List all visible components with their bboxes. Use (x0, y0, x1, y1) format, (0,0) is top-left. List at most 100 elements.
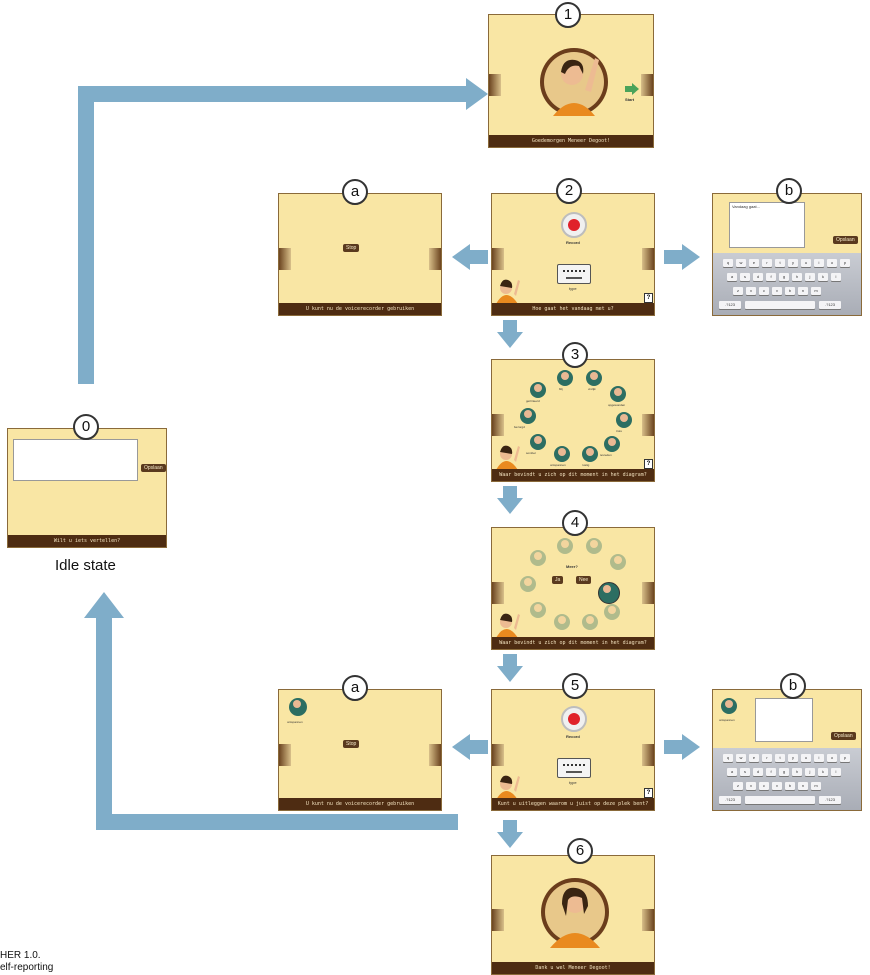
key[interactable]: l (831, 768, 841, 776)
key[interactable]: e (749, 259, 759, 267)
key[interactable]: g (779, 273, 789, 281)
number-key-right[interactable]: .?123 (819, 796, 841, 804)
save-button[interactable]: Opslaan (833, 236, 858, 244)
no-button[interactable]: Nee (576, 576, 591, 584)
save-button[interactable]: Opslaan (831, 732, 856, 740)
key[interactable]: b (785, 782, 795, 790)
keyboard-icon[interactable] (557, 264, 591, 284)
screen-2a-bottom-bar: U kunt nu de voicerecorder gebruiken (279, 303, 441, 315)
key[interactable]: k (818, 273, 828, 281)
key[interactable]: b (785, 287, 795, 295)
space-key[interactable] (745, 796, 815, 804)
key[interactable]: v (772, 782, 782, 790)
key[interactable]: m (811, 782, 821, 790)
key[interactable]: z (733, 287, 743, 295)
keyboard-icon[interactable] (557, 758, 591, 778)
key[interactable]: s (740, 273, 750, 281)
typed-text-input[interactable]: Vandaag gaat... (729, 202, 805, 248)
key[interactable]: y (788, 259, 798, 267)
key[interactable]: i (814, 754, 824, 762)
right-tab (642, 744, 654, 766)
key[interactable]: f (766, 768, 776, 776)
arrow-5-to-b-head (682, 734, 700, 760)
key[interactable]: l (831, 273, 841, 281)
emotion-avatar[interactable] (557, 370, 573, 386)
key[interactable]: r (762, 259, 772, 267)
emotion-avatar[interactable] (520, 408, 536, 424)
yes-button[interactable]: Ja (552, 576, 563, 584)
key[interactable]: h (792, 768, 802, 776)
key[interactable]: m (811, 287, 821, 295)
arrow-2-to-b-head (682, 244, 700, 270)
key[interactable]: i (814, 259, 824, 267)
emotion-avatar[interactable] (530, 382, 546, 398)
number-key-left[interactable]: .?123 (719, 301, 741, 309)
key[interactable]: j (805, 768, 815, 776)
key[interactable]: n (798, 782, 808, 790)
key[interactable]: u (801, 259, 811, 267)
typed-text-input[interactable] (755, 698, 813, 742)
left-tab (279, 744, 291, 766)
start-label[interactable]: Start (625, 97, 634, 102)
start-arrow-icon[interactable] (625, 83, 639, 95)
record-button[interactable] (561, 706, 587, 732)
key[interactable]: c (759, 782, 769, 790)
key[interactable]: c (759, 287, 769, 295)
emotion-avatar[interactable] (610, 386, 626, 402)
space-key[interactable] (745, 301, 815, 309)
emotion-avatar[interactable] (530, 434, 546, 450)
key[interactable]: q (723, 259, 733, 267)
key[interactable]: x (746, 287, 756, 295)
key[interactable]: q (723, 754, 733, 762)
key[interactable]: j (805, 273, 815, 281)
emotion-avatar[interactable] (586, 370, 602, 386)
emotion-avatar[interactable] (554, 446, 570, 462)
key[interactable]: t (775, 754, 785, 762)
arrow-2-to-a-shaft (468, 250, 488, 264)
help-button[interactable]: ? (644, 293, 653, 303)
number-key-right[interactable]: .?123 (819, 301, 841, 309)
key[interactable]: w (736, 259, 746, 267)
key[interactable]: d (753, 273, 763, 281)
key[interactable]: a (727, 768, 737, 776)
key[interactable]: r (762, 754, 772, 762)
key[interactable]: d (753, 768, 763, 776)
emotion-avatar[interactable] (604, 436, 620, 452)
key[interactable]: u (801, 754, 811, 762)
idle-bottom-bar: Wilt u iets vertellen? (8, 535, 166, 547)
key[interactable]: e (749, 754, 759, 762)
emotion-avatar (610, 554, 626, 570)
key[interactable]: p (840, 754, 850, 762)
selected-emotion-avatar[interactable] (598, 582, 620, 604)
screen-5-bottom-bar: Kunt u uitleggen waarom u juist op deze … (492, 798, 654, 810)
idle-text-input[interactable] (13, 439, 138, 481)
number-key-left[interactable]: .?123 (719, 796, 741, 804)
key[interactable]: o (827, 754, 837, 762)
key[interactable]: n (798, 287, 808, 295)
emotion-avatar[interactable] (582, 446, 598, 462)
stop-button[interactable]: Stop (343, 740, 359, 748)
key[interactable]: f (766, 273, 776, 281)
key[interactable]: k (818, 768, 828, 776)
help-button[interactable]: ? (644, 788, 653, 798)
key[interactable]: h (792, 273, 802, 281)
record-button[interactable] (561, 212, 587, 238)
idle-save-button[interactable]: Opslaan (141, 464, 166, 472)
key[interactable]: s (740, 768, 750, 776)
emotion-avatar[interactable] (616, 412, 632, 428)
key[interactable]: y (788, 754, 798, 762)
key[interactable]: o (827, 259, 837, 267)
help-button[interactable]: ? (644, 459, 653, 469)
key[interactable]: g (779, 768, 789, 776)
key[interactable]: w (736, 754, 746, 762)
key[interactable]: p (840, 259, 850, 267)
key[interactable]: v (772, 287, 782, 295)
key[interactable]: x (746, 782, 756, 790)
key[interactable]: t (775, 259, 785, 267)
badge-2a: a (342, 179, 368, 205)
badge-5b: b (780, 673, 806, 699)
stop-button[interactable]: Stop (343, 244, 359, 252)
arrow-5-to-a-shaft (468, 740, 488, 754)
key[interactable]: a (727, 273, 737, 281)
key[interactable]: z (733, 782, 743, 790)
